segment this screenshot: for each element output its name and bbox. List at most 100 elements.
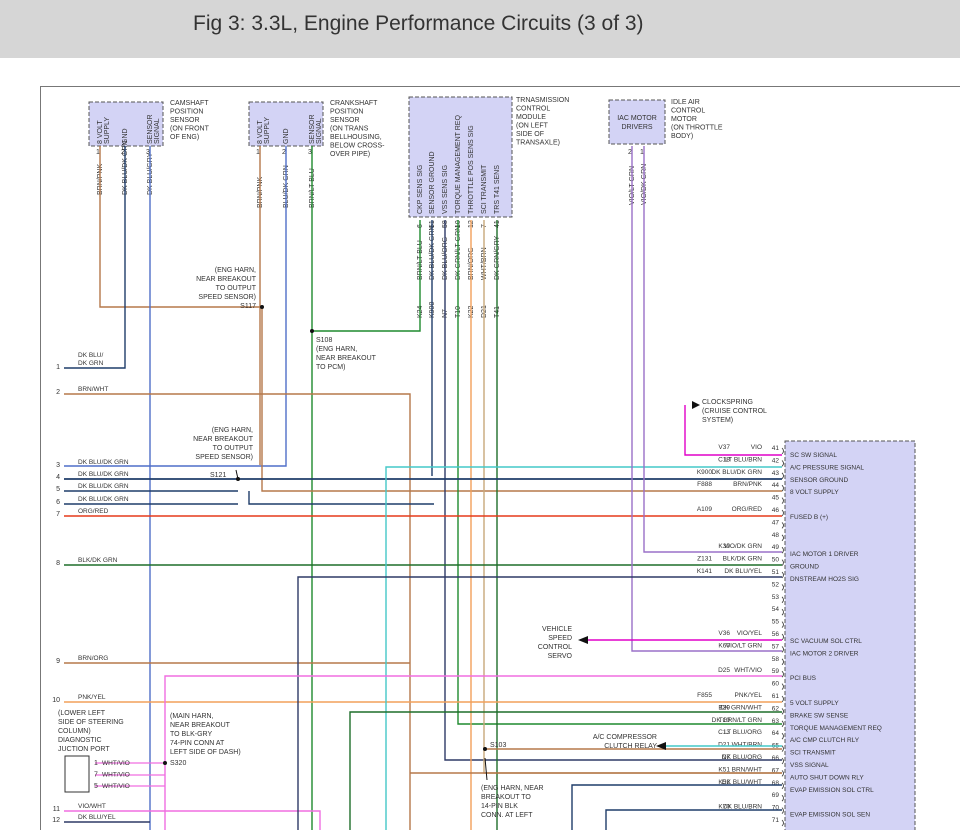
pcm-pin-function: AUTO SHUT DOWN RLY xyxy=(790,774,864,781)
pcm-pin-function: IAC MOTOR 2 DRIVER xyxy=(790,650,859,657)
djp-connector xyxy=(64,755,90,793)
iac-pin-number: 1 xyxy=(640,149,644,156)
left-wire-label: ORG/RED xyxy=(78,508,109,515)
pci-bus-wire xyxy=(164,675,782,830)
figure-title: Fig 3: 3.3L, Engine Performance Circuits… xyxy=(193,12,644,35)
left-pin-number: 3 xyxy=(56,462,60,469)
camshaft-pin-number: 1 xyxy=(96,149,100,156)
pcm-pin-number: 62 xyxy=(772,705,780,712)
diagram-frame xyxy=(40,86,960,830)
camshaft-pin-label: GND xyxy=(122,128,129,144)
left-pin-number: 9 xyxy=(56,658,60,665)
pcm-pin-number: 41 xyxy=(772,445,780,452)
pcm-pin-number: 55 xyxy=(772,619,780,626)
pcm-circuit-label: V36 xyxy=(718,630,730,637)
pcm-pin-terminal xyxy=(781,460,784,467)
pcm-pin-function: EVAP EMISSION SOL CTRL xyxy=(790,787,874,794)
cam-8v-wire xyxy=(99,146,262,308)
pcm-wire-label: PNK/YEL xyxy=(735,692,763,699)
pcm-circuit-label: F855 xyxy=(697,692,712,699)
pcm-pin-terminal xyxy=(781,695,784,703)
pcm-pin-function: SCI TRANSMIT xyxy=(790,750,836,757)
pcm-circuit-label: Z131 xyxy=(697,556,712,563)
left-wire-label: BRN/ORG xyxy=(78,655,108,662)
pcm-wire-label: LT BLU/BRN xyxy=(725,456,762,463)
s103-splice xyxy=(483,747,487,751)
pcm-wire-label: DK BLU/ORG xyxy=(722,754,762,761)
camshaft-pin-label: 8 VOLTSUPPLY xyxy=(97,117,111,144)
left-wire-label: DK BLU/DK GRN xyxy=(78,483,129,490)
pcm-pin-terminal xyxy=(781,683,784,690)
pcm-circuit-label: K70 xyxy=(718,804,730,811)
iac-pin-number: 2 xyxy=(628,149,632,156)
pcm-pin-number: 70 xyxy=(772,805,780,812)
pcm-pin-terminal xyxy=(781,447,784,455)
djp-wire-label: WHT/VIO xyxy=(102,772,130,779)
pcm-pin-terminal xyxy=(781,509,784,517)
pcm-pin-function: SC VACUUM SOL CTRL xyxy=(790,638,862,645)
pcm-pin-function: BRAKE SW SENSE xyxy=(790,712,849,719)
brn-wht-wire xyxy=(64,393,411,830)
sc-sw-wire xyxy=(684,405,782,456)
iac2-wire xyxy=(631,146,782,652)
left-wire-label: BRN/WHT xyxy=(78,386,108,393)
pcm-pin-number: 64 xyxy=(772,730,780,737)
pcm-pin-function: EVAP EMISSION SOL SEN xyxy=(790,812,870,819)
camshaft-pin-label: SENSORSIGNAL xyxy=(147,114,161,144)
left-pin-number: 7 xyxy=(56,511,60,518)
pcm-wire-label: VIO/LT GRN xyxy=(726,642,763,649)
camshaft-pin-number: 2 xyxy=(121,149,125,156)
tcm-pin-label: CKP SENS SIG xyxy=(417,165,424,214)
servo-arrow xyxy=(578,636,588,644)
pcm-pin-terminal xyxy=(781,782,784,790)
pcm-pin-terminal xyxy=(781,571,784,579)
pcm-circuit-label: K900 xyxy=(697,469,713,476)
tcm-pin-label: SENSOR GROUND xyxy=(429,151,436,214)
pcm-pin-number: 58 xyxy=(772,656,780,663)
pcm-wire-label: DK GRN/WHT xyxy=(720,704,762,711)
tcm-pin-label: SCI TRANSMIT xyxy=(481,164,488,214)
pcm-wire-label: WHT/VIO xyxy=(734,667,762,674)
pcm-pin-function: SENSOR GROUND xyxy=(790,477,848,484)
pcm-pin-number: 61 xyxy=(772,693,780,700)
pcm-pin-number: 57 xyxy=(772,643,780,650)
tcm-pin-label: VSS SENS SIG xyxy=(442,165,449,214)
pcm-wire-label: BRN/WHT xyxy=(732,766,762,773)
pcm-pin-number: 49 xyxy=(772,544,780,551)
pcm-pin-terminal xyxy=(781,608,784,616)
pcm-circuit-label: K52 xyxy=(718,779,730,786)
s320-label: S320 xyxy=(170,760,186,767)
evap-ctrl-wire xyxy=(571,784,782,830)
pcm-wire-label: DK BLU/YEL xyxy=(724,568,762,575)
pcm-circuit-label: C18 xyxy=(718,456,730,463)
pcm-pin-number: 50 xyxy=(772,557,780,564)
pin6-return xyxy=(248,491,434,505)
pcm-pin-number: 51 xyxy=(772,569,780,576)
crankshaft-pin-number: 1 xyxy=(256,149,260,156)
pcm-circuit-label: T10 xyxy=(719,717,731,724)
tcm-pin-label: TRS T41 SENS xyxy=(494,165,501,214)
s103-leader xyxy=(484,757,488,781)
crankshaft-pin-number: 3 xyxy=(308,149,312,156)
pcm-circuit-label: K141 xyxy=(697,568,713,575)
pcm-pin-terminal xyxy=(781,472,784,480)
left-pin-number: 5 xyxy=(56,486,60,493)
pcm-circuit-label: K51 xyxy=(718,766,730,773)
tcm-pin-label: THROTTLE POS SENS SIG xyxy=(468,125,475,214)
pcm-circuit-label: N7 xyxy=(722,754,731,761)
s103-label: S103 xyxy=(490,742,506,749)
crankshaft-pin-number: 2 xyxy=(282,149,286,156)
pcm-circuit-label: D25 xyxy=(718,667,730,674)
s117-splice xyxy=(260,305,264,309)
pcm-circuit-label: K60 xyxy=(718,642,730,649)
iac-motor-box xyxy=(608,99,666,145)
pcm-pin-number: 66 xyxy=(772,755,780,762)
djp-pin-number: 7 xyxy=(94,772,98,779)
pcm-wire-label: DK BLU/BRN xyxy=(723,804,762,811)
iac1-wire xyxy=(643,146,782,553)
